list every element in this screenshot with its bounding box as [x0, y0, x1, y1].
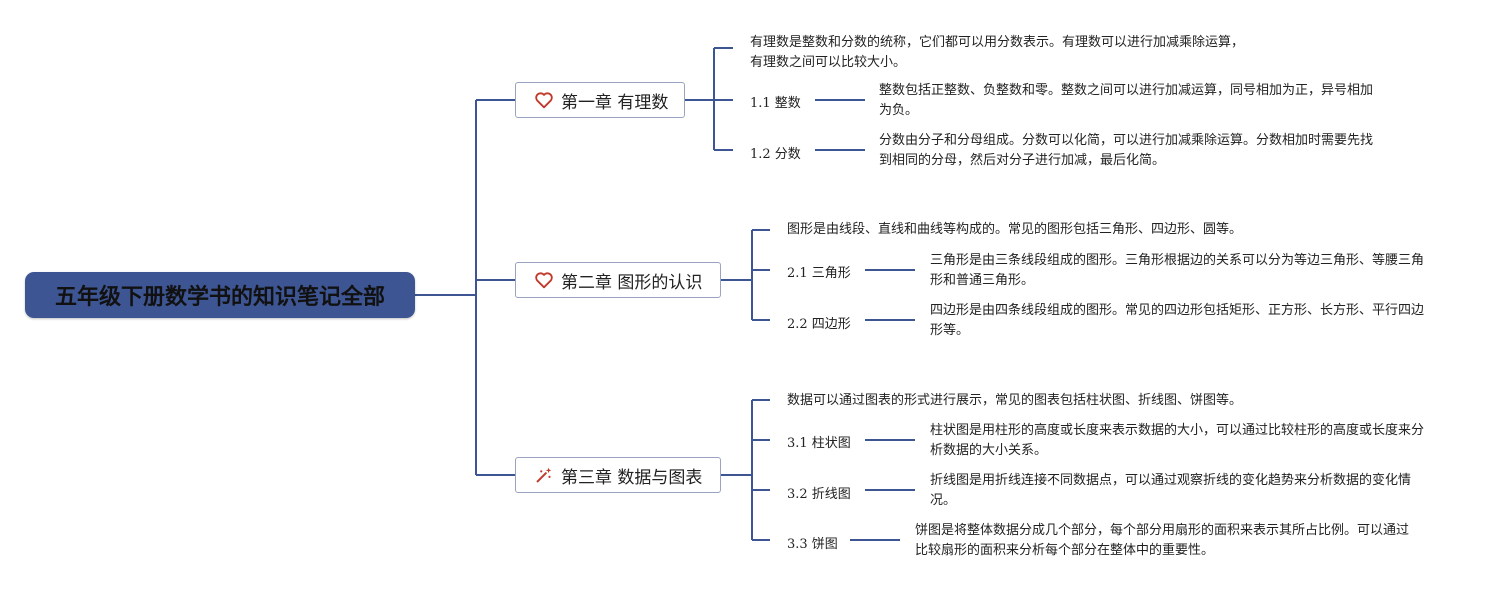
chapter-node-2[interactable]: 第二章 图形的认识	[515, 262, 721, 298]
section-text: 饼图是将整体数据分成几个部分，每个部分用扇形的面积来表示其所占比例。可以通过比较…	[915, 523, 1410, 558]
chapter-node-3[interactable]: 第三章 数据与图表	[515, 457, 721, 493]
section-text: 折线图是用折线连接不同数据点，可以通过观察折线的变化趋势来分析数据的变化情况。	[930, 473, 1412, 508]
chapter-intro: 数据可以通过图表的形式进行展示，常见的图表包括柱状图、折线图、饼图等。	[787, 393, 1243, 408]
section-label[interactable]: 3.3 饼图	[787, 537, 838, 552]
section-label[interactable]: 3.1 柱状图	[787, 436, 851, 451]
chapter-title: 第二章 图形的认识	[561, 272, 703, 293]
heart-icon	[533, 269, 555, 291]
chapter-title: 第三章 数据与图表	[561, 467, 703, 488]
section-label[interactable]: 1.1 整数	[750, 96, 801, 111]
section-text: 三角形是由三条线段组成的图形。三角形根据边的关系可以分为等边三角形、等腰三角形和…	[930, 253, 1425, 288]
section-text: 整数包括正整数、负整数和零。整数之间可以进行加减运算，同号相加为正，异号相加为负…	[879, 83, 1374, 118]
heart-icon	[533, 89, 555, 111]
chapter-node-1[interactable]: 第一章 有理数	[515, 82, 685, 118]
section-text: 分数由分子和分母组成。分数可以化简，可以进行加减乘除运算。分数相加时需要先找到相…	[879, 133, 1374, 168]
section-text: 柱状图是用柱形的高度或长度来表示数据的大小，可以通过比较柱形的高度或长度来分析数…	[930, 423, 1425, 458]
root-title: 五年级下册数学书的知识笔记全部	[54, 285, 385, 310]
magic-wand-icon	[533, 464, 555, 486]
chapter-intro: 图形是由线段、直线和曲线等构成的。常见的图形包括三角形、四边形、圆等。	[787, 222, 1243, 237]
section-text: 四边形是由四条线段组成的图形。常见的四边形包括矩形、正方形、长方形、平行四边形等…	[930, 303, 1425, 338]
chapter-title: 第一章 有理数	[561, 92, 669, 113]
section-label[interactable]: 2.1 三角形	[787, 266, 851, 281]
section-label[interactable]: 2.2 四边形	[787, 317, 851, 332]
section-label[interactable]: 3.2 折线图	[787, 487, 851, 502]
root-node[interactable]: 五年级下册数学书的知识笔记全部	[25, 272, 415, 318]
chapter-intro: 有理数是整数和分数的统称，它们都可以用分数表示。有理数可以进行加减乘除运算，有理…	[750, 35, 1245, 70]
section-label[interactable]: 1.2 分数	[750, 147, 801, 162]
